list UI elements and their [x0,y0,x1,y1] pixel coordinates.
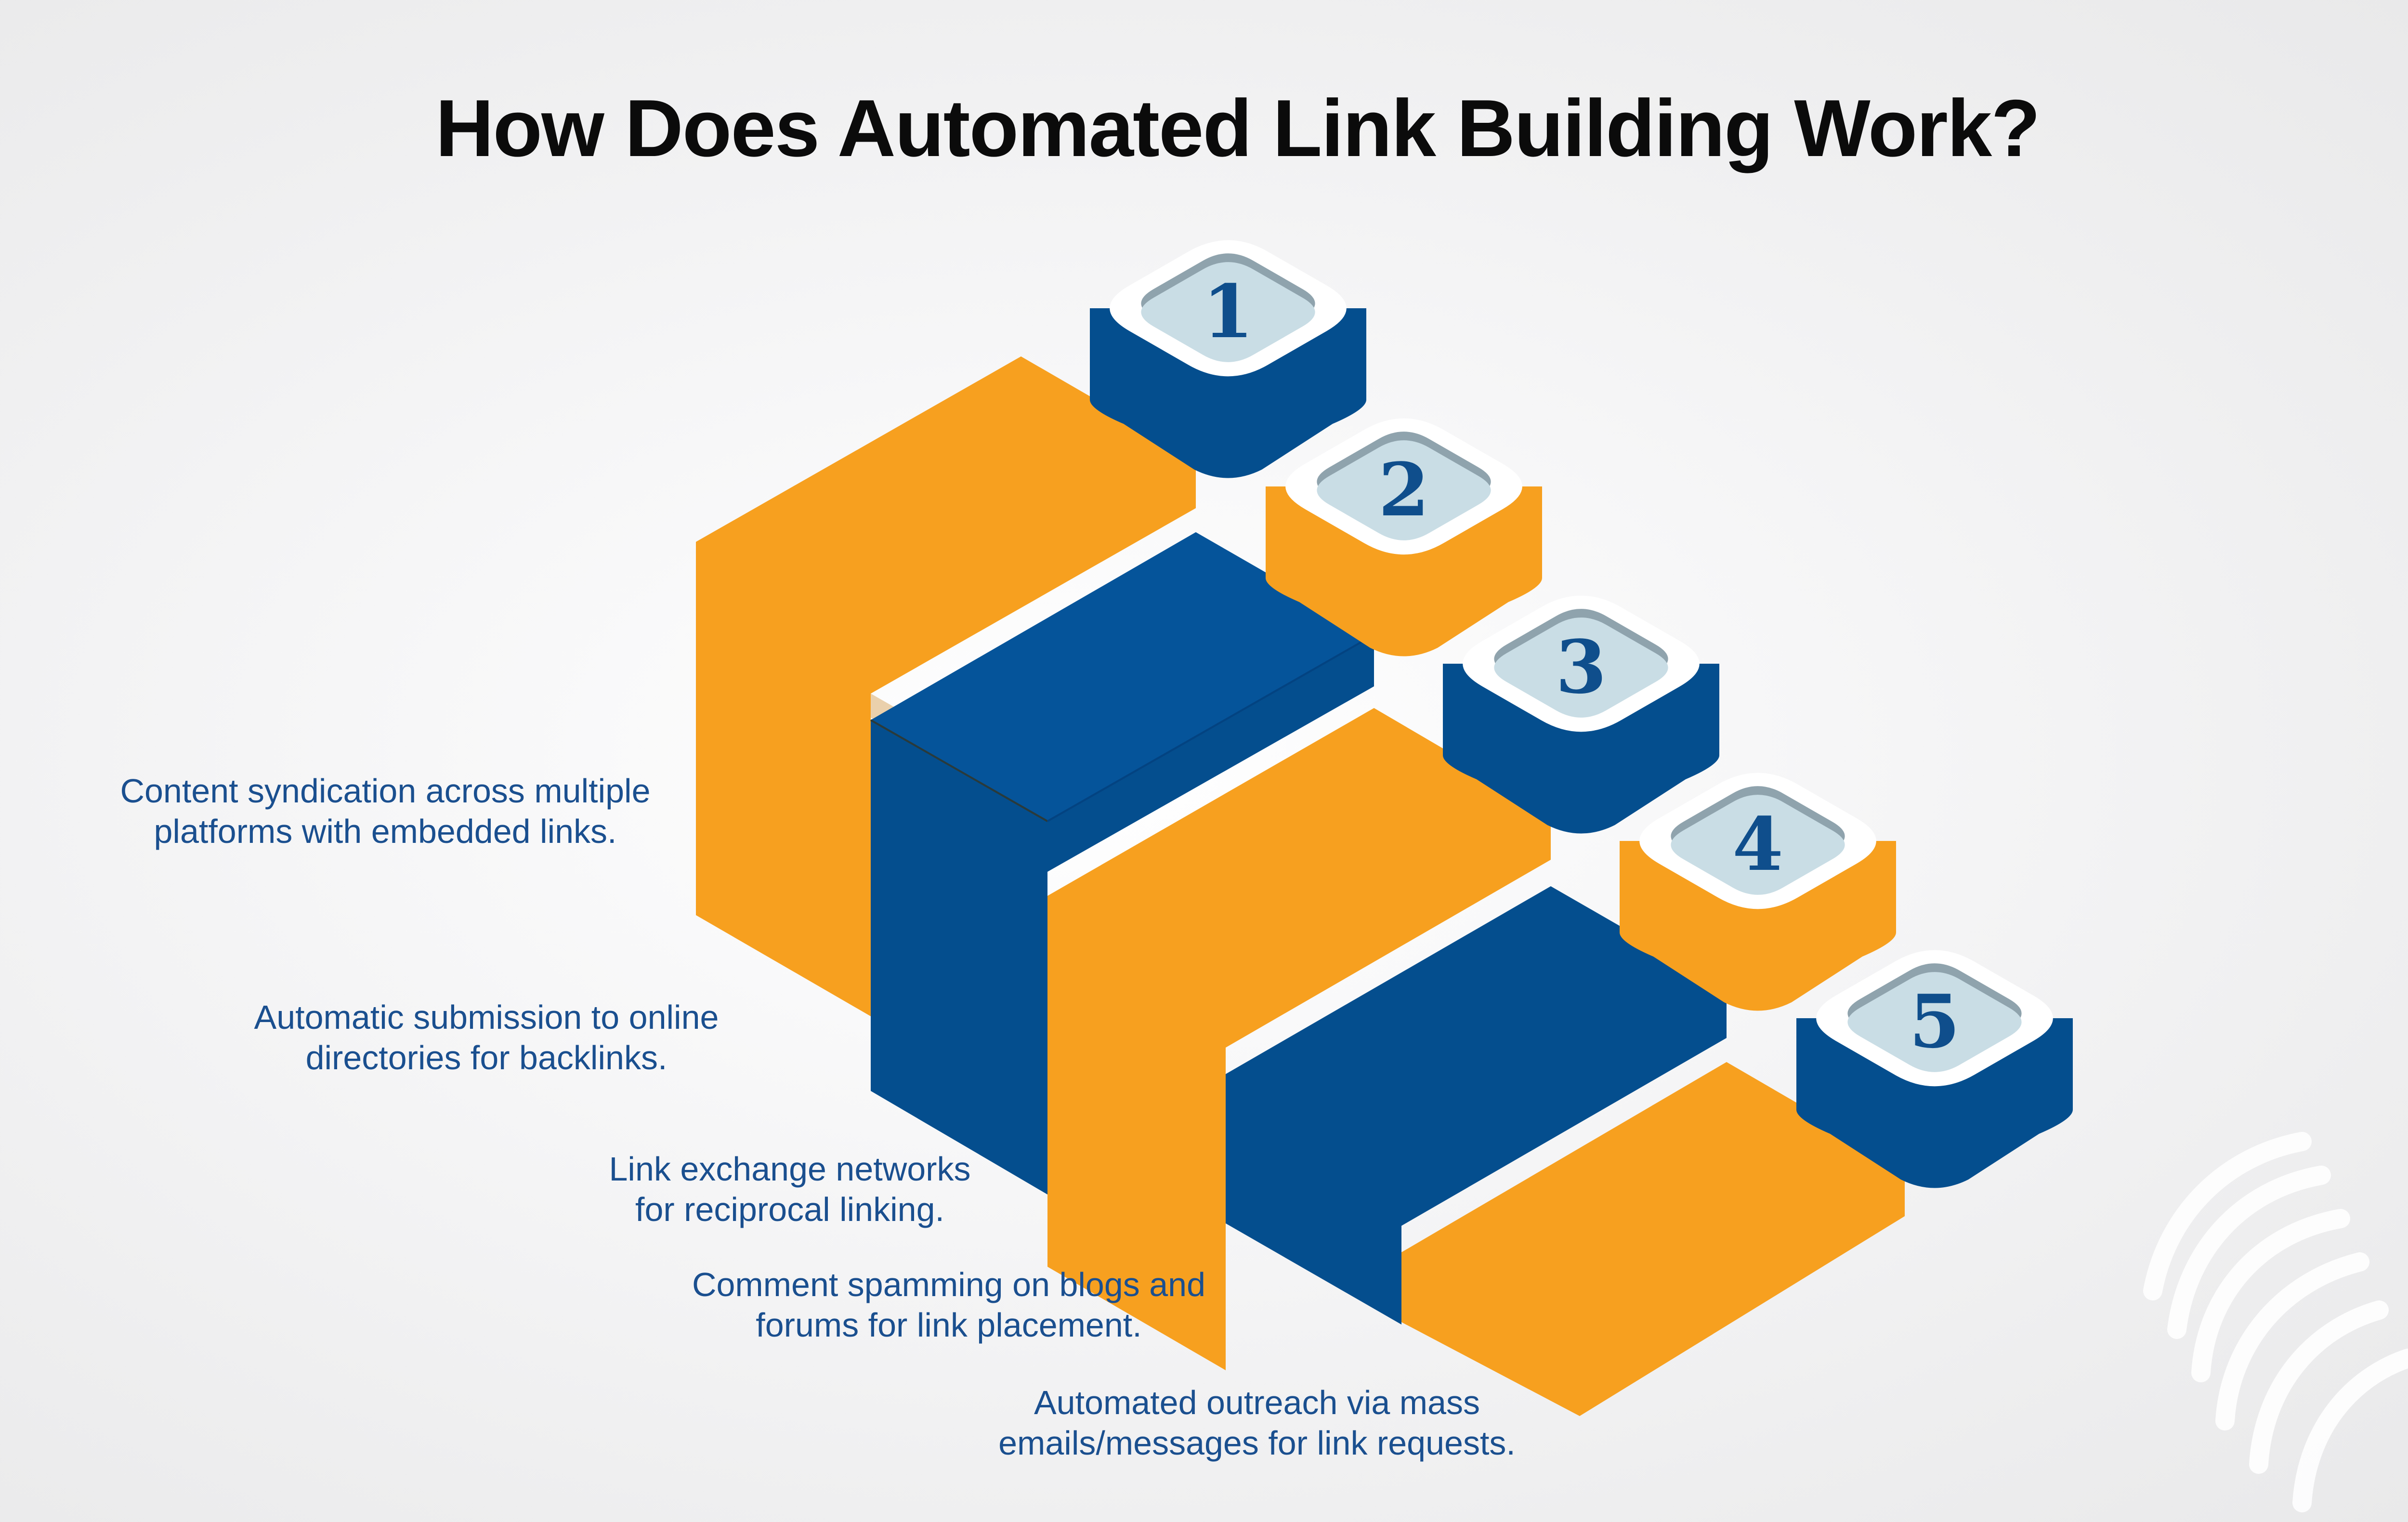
step-description-4: Comment spamming on blogs and forums for… [660,1264,1238,1345]
number-badge-3: 3 [1443,595,1719,834]
number-badge-1: 1 [1090,240,1366,478]
step-block-2 [870,532,1374,1194]
badge-5-side [1796,1018,2073,1188]
step-block-2-crease [870,719,1048,822]
badge-5-face [1847,972,2022,1072]
step-block-5 [1401,1062,1905,1416]
step-block-1-front [696,356,1196,1016]
step-description-2: Automatic submission to online directori… [183,997,790,1078]
badge-1-face [1141,262,1315,362]
step-block-3-front [1047,708,1551,1370]
step-3-line-2: for reciprocal linking. [635,1191,944,1228]
number-badge-5: 5 [1796,950,2073,1188]
badge-2-number: 2 [1378,446,1429,533]
step-1-line-1: Content syndication across multiple [120,772,651,810]
page-title: How Does Automated Link Building Work? [435,83,2041,173]
step-block-2-top [871,532,1374,821]
step-block-4 [1226,886,1727,1325]
step-description-5: Automated outreach via mass emails/messa… [915,1382,1599,1463]
staircase-blocks [696,356,1905,1416]
badge-3-face [1494,617,1668,718]
step-block-4-front [1226,886,1727,1325]
step-4-line-1: Comment spamming on blogs and [692,1266,1206,1303]
step-4-line-2: forums for link placement. [756,1306,1142,1344]
step-5-line-1: Automated outreach via mass [1034,1384,1480,1421]
number-badge-4: 4 [1620,773,1896,1011]
badge-2-side [1266,486,1542,656]
globe-watermark-icon [2143,1132,2408,1512]
badge-3-side [1443,664,1719,834]
badge-1-side [1090,308,1366,478]
step-description-1: Content syndication across multiple plat… [29,771,742,852]
step-5-line-2: emails/messages for link requests. [998,1424,1516,1462]
step-block-5-front [1401,1062,1905,1416]
step-description-3: Link exchange networks for reciprocal li… [530,1149,1050,1230]
number-badge-2: 2 [1266,418,1542,656]
badge-5-number: 5 [1909,978,1960,1064]
badge-3-number: 3 [1556,624,1607,710]
step-block-2-crease-2 [1047,634,1374,822]
badge-4-side [1620,841,1896,1011]
number-badges: 1 2 3 4 5 [1090,240,2073,1188]
badge-4-face [1671,795,1845,895]
step-block-3 [1047,708,1551,1370]
step-3-line-1: Link exchange networks [609,1150,971,1188]
badge-2-face [1317,440,1491,540]
step-2-line-2: directories for backlinks. [305,1039,667,1076]
step-2-line-1: Automatic submission to online [254,998,719,1036]
badge-1-number: 1 [1203,268,1254,354]
step-1-line-2: platforms with embedded links. [154,813,617,850]
badge-4-number: 4 [1732,801,1783,887]
